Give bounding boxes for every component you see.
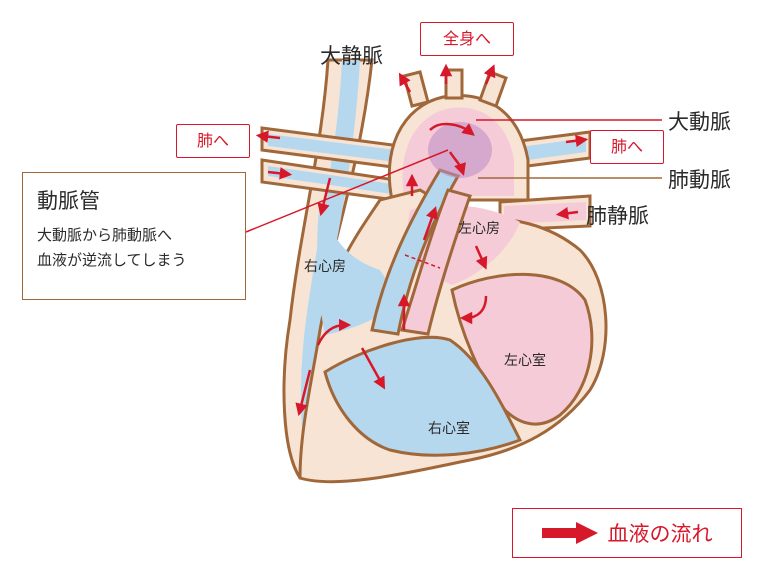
label-pulmonary-artery: 肺動脈	[668, 168, 731, 192]
legend-text: 血液の流れ	[607, 522, 713, 546]
flow-arrows	[255, 63, 589, 417]
ductus-arteriosus-callout: 動脈管 大動脈から肺動脈へ 血液が逆流してしまう	[22, 172, 246, 300]
label-aorta: 大動脈	[668, 110, 731, 134]
to-body-box: 全身へ	[420, 22, 514, 56]
label-left-atrium: 左心房	[458, 221, 500, 237]
ascending-aorta	[400, 188, 472, 336]
callout-line-2: 血液が逆流してしまう	[37, 251, 187, 269]
legend-arrow-icon	[541, 522, 598, 544]
label-right-ventricle: 右心室	[428, 421, 470, 437]
ductus-arteriosus-highlight	[428, 122, 492, 178]
callout-line-1: 大動脈から肺動脈へ	[37, 226, 173, 244]
label-left-ventricle: 左心室	[504, 353, 546, 369]
to-lung-right-box: 肺へ	[590, 130, 664, 164]
to-lung-left-box: 肺へ	[176, 124, 250, 158]
septum-dashed-line	[404, 254, 441, 269]
callout-leader-line	[245, 149, 449, 233]
label-svc: 大静脈	[320, 44, 383, 68]
legend: 血液の流れ	[512, 508, 742, 558]
label-right-atrium: 右心房	[304, 259, 346, 275]
callout-title: 動脈管	[37, 189, 100, 213]
label-pulmonary-vein: 肺静脈	[586, 204, 649, 228]
aortic-branches	[402, 68, 508, 108]
